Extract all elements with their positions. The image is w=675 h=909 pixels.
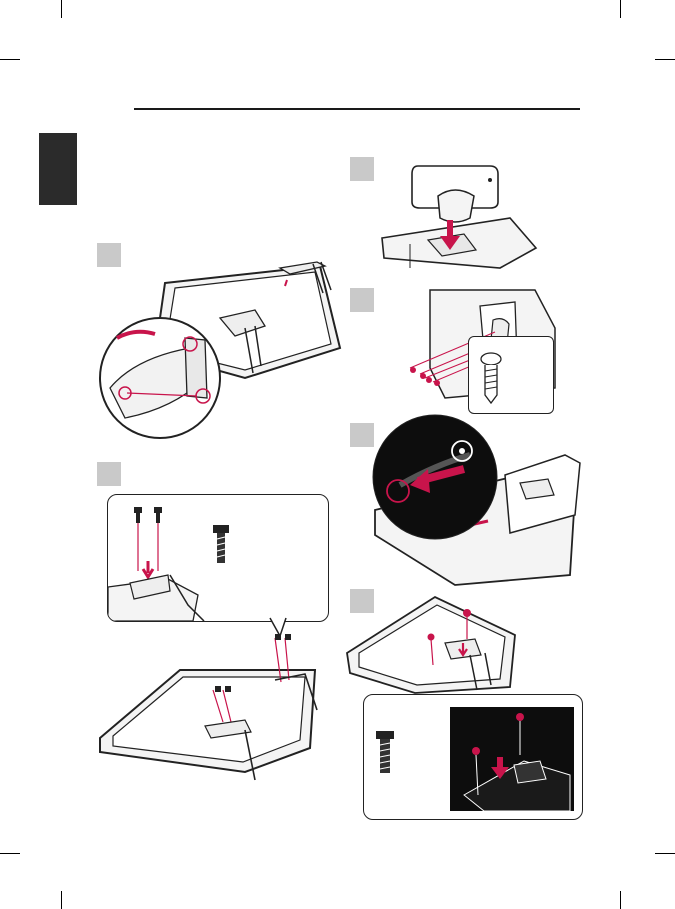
crop-mark-bottom-left-h — [0, 853, 20, 854]
right-step4-illustration — [345, 595, 525, 695]
step2-inset-panel — [107, 494, 329, 622]
screw-icon — [469, 337, 553, 413]
crop-mark-top-left-v — [61, 0, 62, 18]
header-rule — [134, 108, 580, 110]
right-step2-screw-inset — [468, 336, 554, 414]
screw-icon — [134, 507, 162, 523]
right-step1-illustration — [380, 158, 540, 268]
step-marker — [350, 288, 374, 312]
crop-mark-bottom-left-v — [61, 891, 62, 909]
step2-inset-illustration — [108, 495, 328, 621]
crop-mark-top-right-h — [655, 59, 675, 60]
step-marker — [97, 462, 121, 486]
crop-mark-top-right-v — [620, 0, 621, 18]
crop-mark-bottom-right-v — [620, 891, 621, 909]
screw-icon — [376, 731, 394, 773]
crop-mark-top-left-h — [0, 59, 20, 60]
right-step3-illustration — [370, 415, 585, 585]
crop-mark-bottom-right-h — [655, 853, 675, 854]
step1-tv-illustration — [95, 248, 345, 448]
right-step4-inset-illustration — [364, 695, 582, 819]
chapter-tab — [39, 133, 77, 205]
step-marker — [350, 157, 374, 181]
right-step4-inset-panel — [363, 694, 583, 820]
step2-tv-illustration — [95, 630, 335, 780]
screw-icon-large — [213, 525, 229, 563]
